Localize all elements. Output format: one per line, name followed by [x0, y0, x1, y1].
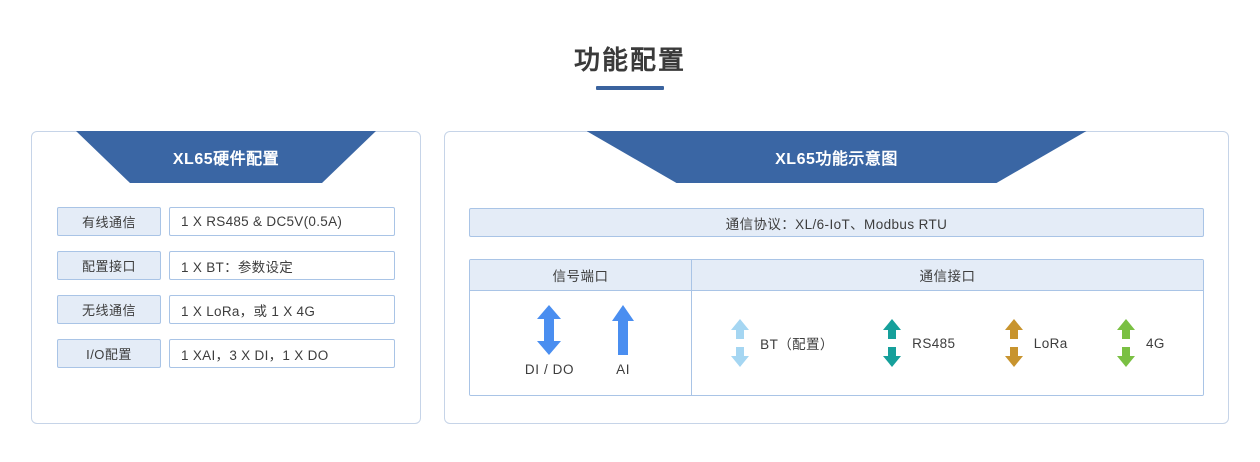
- split-double-arrow-icon: [1004, 319, 1024, 367]
- signal-port-di-do-label: DI / DO: [524, 362, 575, 377]
- table-row: I/O配置 1 XAI，3 X DI，1 X DO: [57, 339, 395, 368]
- protocol-bar: 通信协议：XL/6-IoT、Modbus RTU: [469, 208, 1204, 237]
- spec-value-wired-comm: 1 X RS485 & DC5V(0.5A): [169, 207, 395, 236]
- split-double-arrow-icon: [882, 319, 902, 367]
- panels-container: XL65硬件配置 有线通信 1 X RS485 & DC5V(0.5A) 配置接…: [0, 131, 1260, 424]
- signal-port-cell: DI / DO AI: [470, 291, 692, 395]
- comm-port-4g-label: 4G: [1146, 335, 1165, 351]
- comm-port-bt: BT（配置）: [730, 319, 834, 367]
- column-header-signal-port: 信号端口: [470, 260, 692, 290]
- spec-value-io-config: 1 XAI，3 X DI，1 X DO: [169, 339, 395, 368]
- signal-port-di-do: DI / DO: [525, 305, 574, 377]
- hardware-config-panel: XL65硬件配置 有线通信 1 X RS485 & DC5V(0.5A) 配置接…: [31, 131, 421, 424]
- comm-port-cell: BT（配置） RS485: [692, 291, 1203, 395]
- page-title: 功能配置: [573, 45, 686, 75]
- interface-table-body: DI / DO AI: [470, 291, 1203, 395]
- function-diagram-banner-label: XL65功能示意图: [775, 151, 898, 168]
- comm-port-lora: LoRa: [1004, 319, 1068, 367]
- spec-key-wired-comm: 有线通信: [57, 207, 161, 236]
- split-double-arrow-icon: [730, 319, 750, 367]
- double-arrow-icon: [536, 305, 562, 355]
- table-row: 有线通信 1 X RS485 & DC5V(0.5A): [57, 207, 395, 236]
- hardware-config-banner-label: XL65硬件配置: [172, 151, 280, 168]
- up-arrow-icon: [610, 305, 636, 355]
- comm-port-bt-label: BT（配置）: [760, 337, 834, 352]
- function-diagram-panel: XL65功能示意图 通信协议：XL/6-IoT、Modbus RTU 信号端口 …: [444, 131, 1229, 424]
- table-row: 配置接口 1 X BT：参数设定: [57, 251, 395, 280]
- spec-value-config-port: 1 X BT：参数设定: [169, 251, 395, 280]
- function-diagram-banner: XL65功能示意图: [586, 131, 1087, 183]
- spec-key-wireless-comm: 无线通信: [57, 295, 161, 324]
- comm-port-lora-label: LoRa: [1033, 335, 1068, 351]
- comm-port-4g: 4G: [1116, 319, 1165, 367]
- split-double-arrow-icon: [1116, 319, 1136, 367]
- hardware-config-banner: XL65硬件配置: [76, 131, 376, 183]
- spec-key-config-port: 配置接口: [57, 251, 161, 280]
- spec-value-wireless-comm: 1 X LoRa，或 1 X 4G: [169, 295, 395, 324]
- signal-port-ai-label: AI: [616, 362, 631, 377]
- column-header-comm-port: 通信接口: [919, 269, 976, 284]
- signal-port-ai: AI: [610, 305, 636, 377]
- hardware-spec-list: 有线通信 1 X RS485 & DC5V(0.5A) 配置接口 1 X BT：…: [57, 207, 395, 368]
- title-underline: [596, 85, 664, 90]
- comm-port-rs485: RS485: [882, 319, 955, 367]
- interface-table-header: 信号端口 通信接口: [470, 260, 1203, 291]
- page-header: 功能配置: [0, 0, 1260, 90]
- table-row: 无线通信 1 X LoRa，或 1 X 4G: [57, 295, 395, 324]
- spec-key-io-config: I/O配置: [57, 339, 161, 368]
- comm-port-rs485-label: RS485: [912, 335, 956, 351]
- interface-table: 信号端口 通信接口 DI / DO: [469, 259, 1204, 396]
